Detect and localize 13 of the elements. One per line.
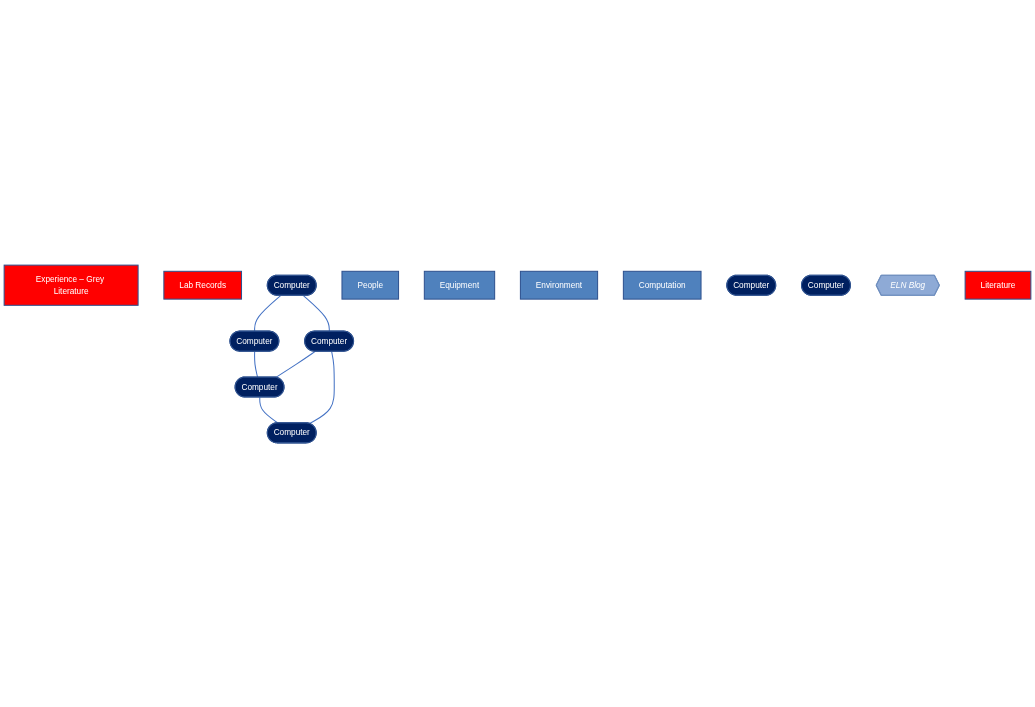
connector [254,350,259,378]
connector [309,350,335,424]
node-box: People [341,270,400,300]
node-box: Literature [964,270,1032,300]
connector [254,294,282,332]
node-box: Environment [519,270,599,300]
connector [259,396,279,424]
connector [302,294,330,332]
node-box: Computation [622,270,702,300]
node-box: Experience – Grey Literature [3,264,139,306]
node-box: Equipment [423,270,496,300]
node-box: Lab Records [163,270,243,300]
connector [275,350,316,378]
